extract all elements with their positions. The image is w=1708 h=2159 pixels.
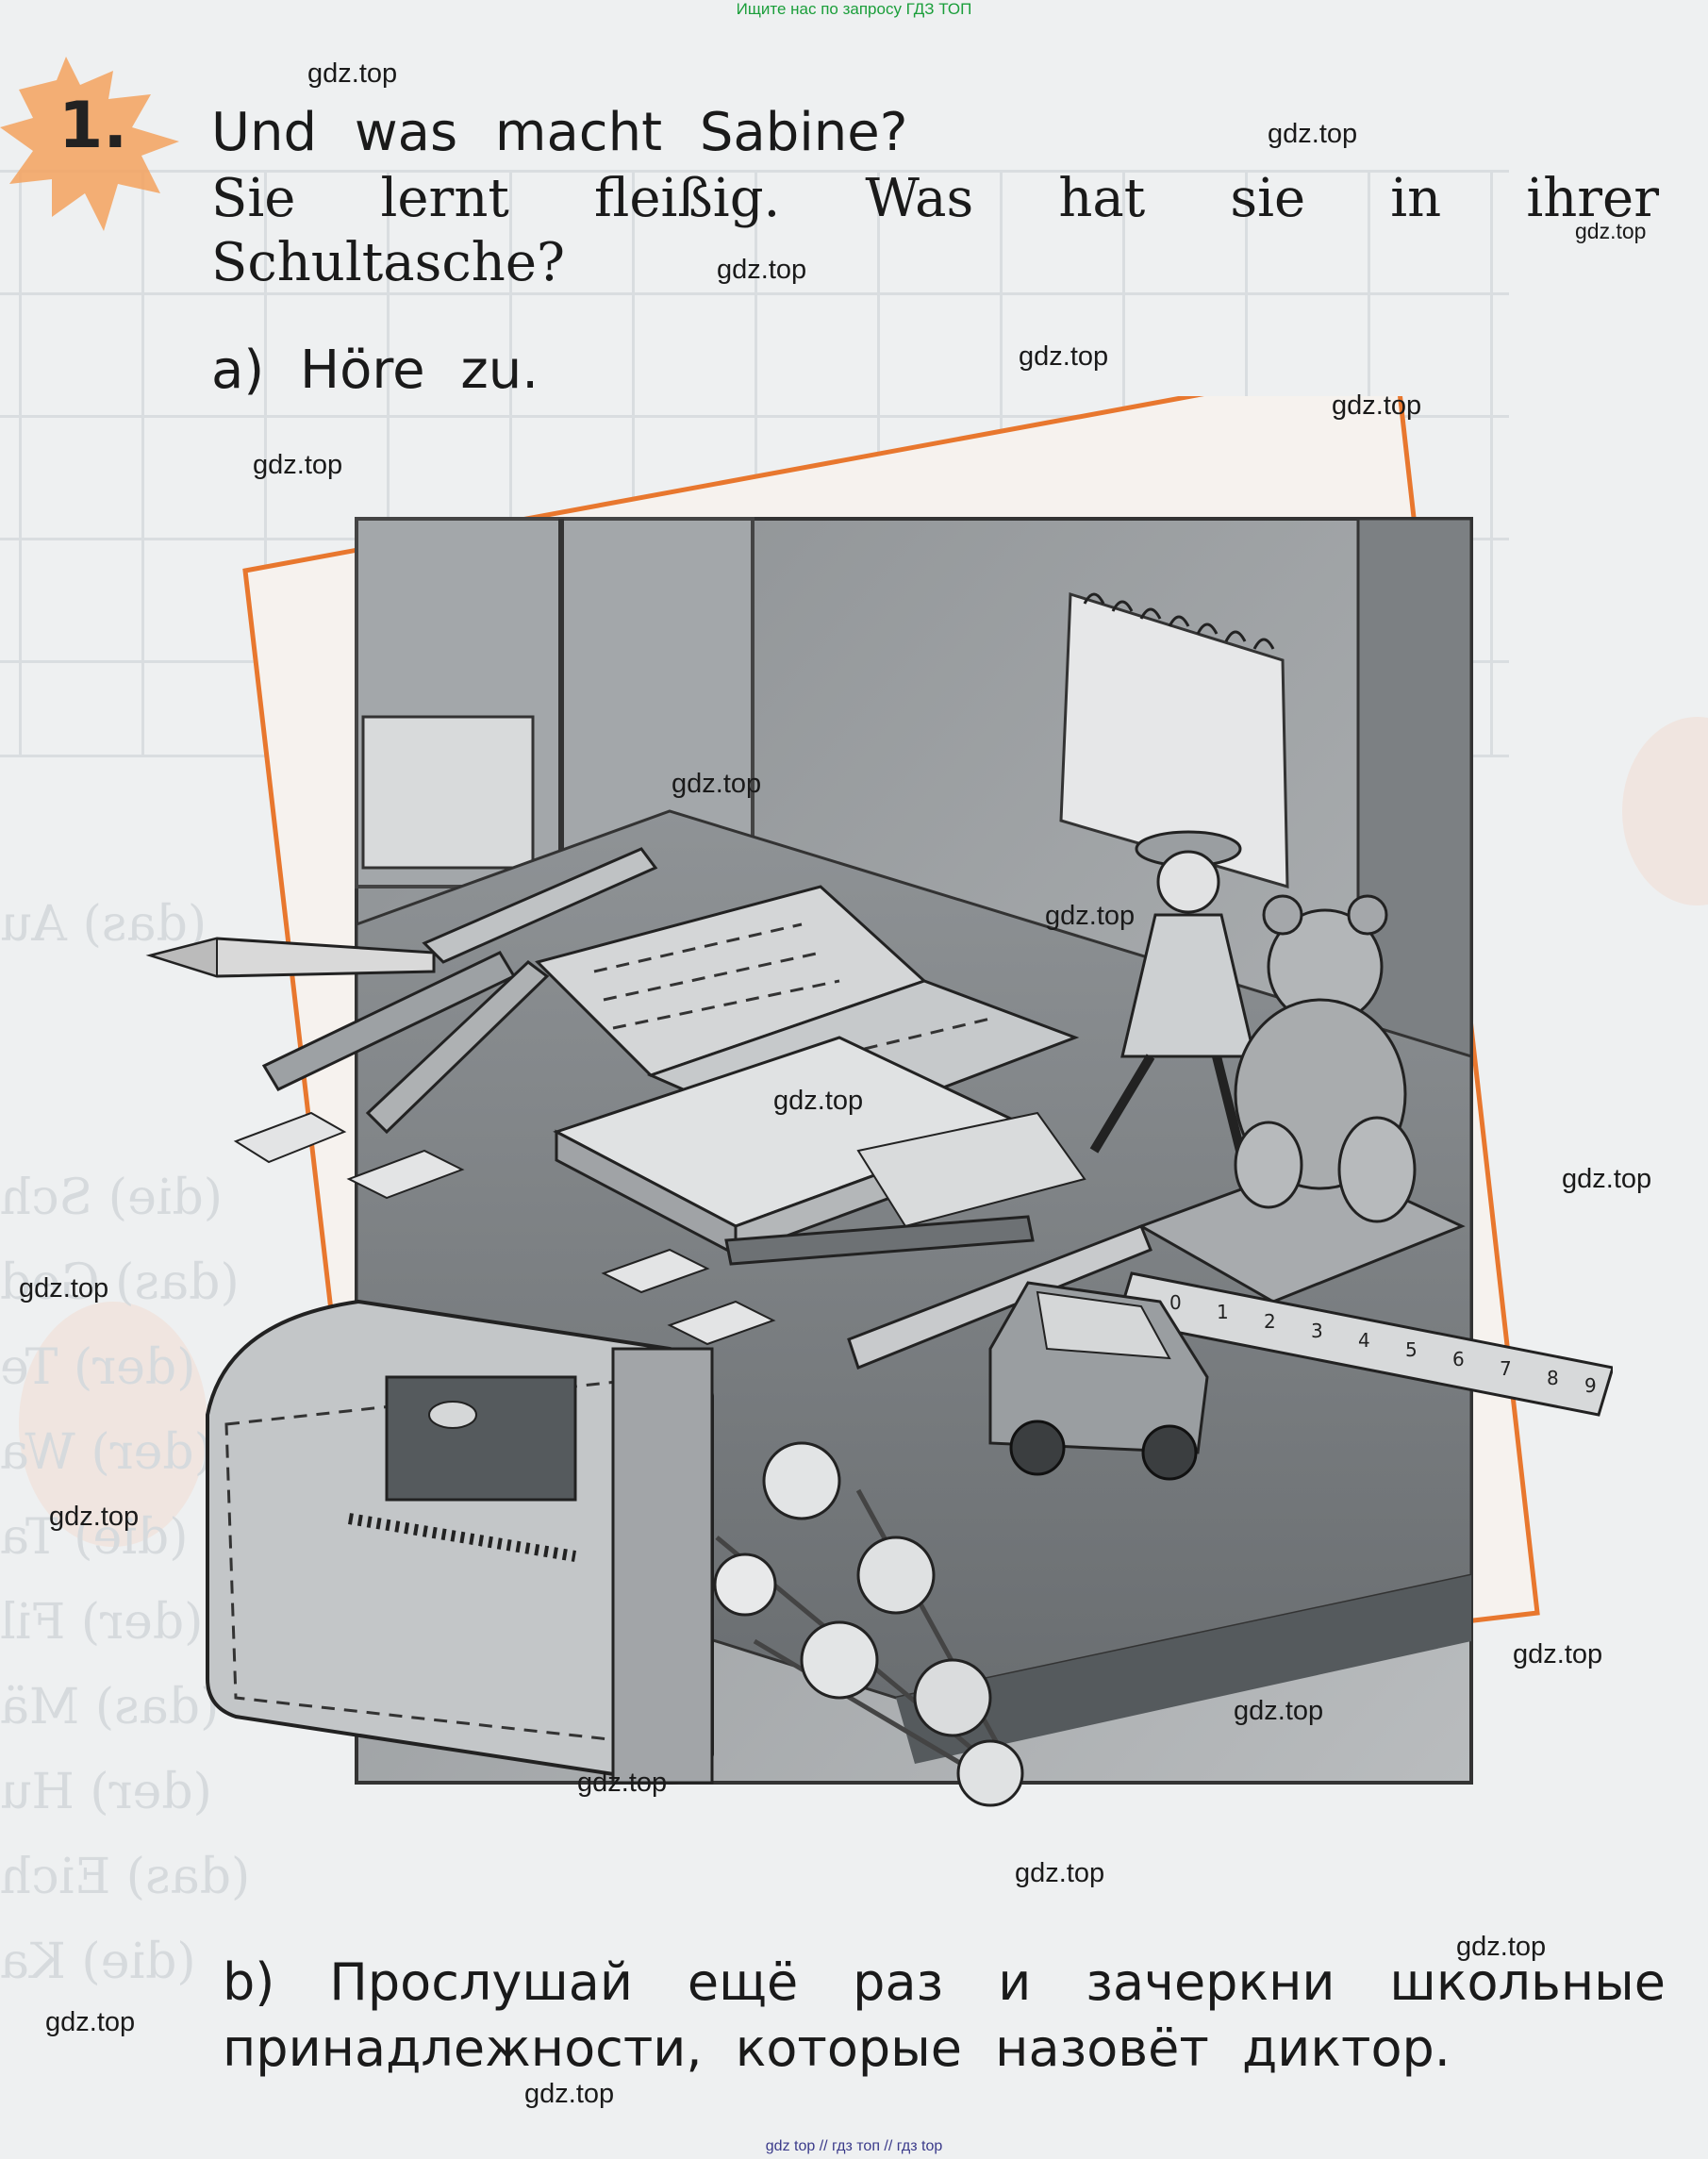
watermark: gdz.top — [524, 2079, 615, 2109]
question-line-2: Sie lernt fleißig. Was hat sie in ihrer — [211, 168, 1659, 229]
bottom-banner[interactable]: gdz top // гдз топ // гдз top — [765, 2138, 943, 2154]
watermark: gdz.top — [307, 58, 398, 89]
doll — [1089, 830, 1256, 1171]
watermark: gdz.top — [1575, 219, 1647, 243]
watermark: gdz.top — [1268, 119, 1358, 149]
question-word: Sie — [211, 168, 296, 229]
watermark: gdz.top — [1456, 1932, 1547, 1962]
watermark: gdz.top — [19, 1273, 109, 1304]
question-word: ihrer — [1526, 168, 1659, 229]
task-b-word: ещё — [687, 1952, 799, 2012]
question-word: Was — [865, 168, 974, 229]
watermark: gdz.top — [1562, 1164, 1652, 1194]
question-word: fleißig. — [593, 168, 781, 229]
teddy-bear — [1234, 894, 1417, 1223]
task-b-line-2: принадлежности, которые назовёт диктор. — [223, 2018, 1451, 2078]
flowers — [713, 1441, 1024, 1807]
task-b-word: зачеркни — [1086, 1952, 1335, 2012]
school-bag — [206, 1299, 714, 1785]
watermark: gdz.top — [577, 1768, 668, 1798]
watermark: gdz.top — [773, 1086, 864, 1116]
top-banner[interactable]: Ищите нас по запросу ГДЗ ТОП — [736, 0, 972, 18]
watermark: gdz.top — [1045, 901, 1136, 931]
notepad — [856, 1111, 1086, 1228]
toy-car — [988, 1281, 1209, 1481]
task-a: a) Höre zu. — [211, 340, 539, 401]
ruler-tick: 7 — [1500, 1357, 1512, 1380]
ruler-tick: 8 — [1547, 1367, 1559, 1389]
question-line-3: Schultasche? — [211, 232, 565, 293]
question-word: hat — [1058, 168, 1146, 229]
watermark: gdz.top — [1513, 1639, 1603, 1669]
pencils — [145, 847, 1152, 1370]
ruler: 0 1 2 3 4 5 6 7 8 9 — [1116, 1271, 1613, 1417]
task-b-line-1: b) Прослушай ещё раз и зачеркни школьные — [223, 1952, 1666, 2012]
ruler-tick: 1 — [1217, 1301, 1229, 1323]
task-b-word: b) — [223, 1952, 275, 2012]
ruler-tick: 3 — [1311, 1320, 1323, 1342]
question-word: in — [1390, 168, 1442, 229]
ruler-tick: 5 — [1405, 1338, 1418, 1361]
watermark: gdz.top — [672, 769, 762, 799]
task-b-word: Прослушай — [329, 1952, 633, 2012]
watermark: gdz.top — [49, 1502, 140, 1532]
ruler-tick: 4 — [1358, 1329, 1370, 1352]
watermark: gdz.top — [1015, 1858, 1105, 1888]
illustration-school-desk: 0 1 2 3 4 5 6 7 8 9 — [145, 396, 1613, 1807]
watermark: gdz.top — [253, 450, 343, 480]
exercise-number-splash — [0, 57, 179, 231]
wall-calendar — [1059, 591, 1289, 889]
ruler-tick: 9 — [1584, 1374, 1597, 1397]
exercise-number: 1. — [58, 89, 128, 163]
ruler-tick: 2 — [1264, 1310, 1276, 1333]
watermark: gdz.top — [1234, 1696, 1324, 1726]
watermark: gdz.top — [45, 2007, 136, 2037]
question-word: lernt — [380, 168, 509, 229]
task-b-word: школьные — [1389, 1952, 1666, 2012]
watermark: gdz.top — [1332, 390, 1422, 421]
watermark: gdz.top — [1019, 341, 1109, 372]
fountain-pen — [724, 1215, 1035, 1266]
watermark: gdz.top — [717, 255, 807, 285]
ruler-tick: 0 — [1169, 1291, 1182, 1314]
task-b-word: раз — [853, 1952, 944, 2012]
erasers — [233, 1111, 776, 1346]
task-b-word: и — [998, 1952, 1032, 2012]
ruler-tick: 6 — [1452, 1348, 1465, 1370]
question-word: sie — [1230, 168, 1306, 229]
question-line-1: Und was macht Sabine? — [211, 102, 908, 163]
